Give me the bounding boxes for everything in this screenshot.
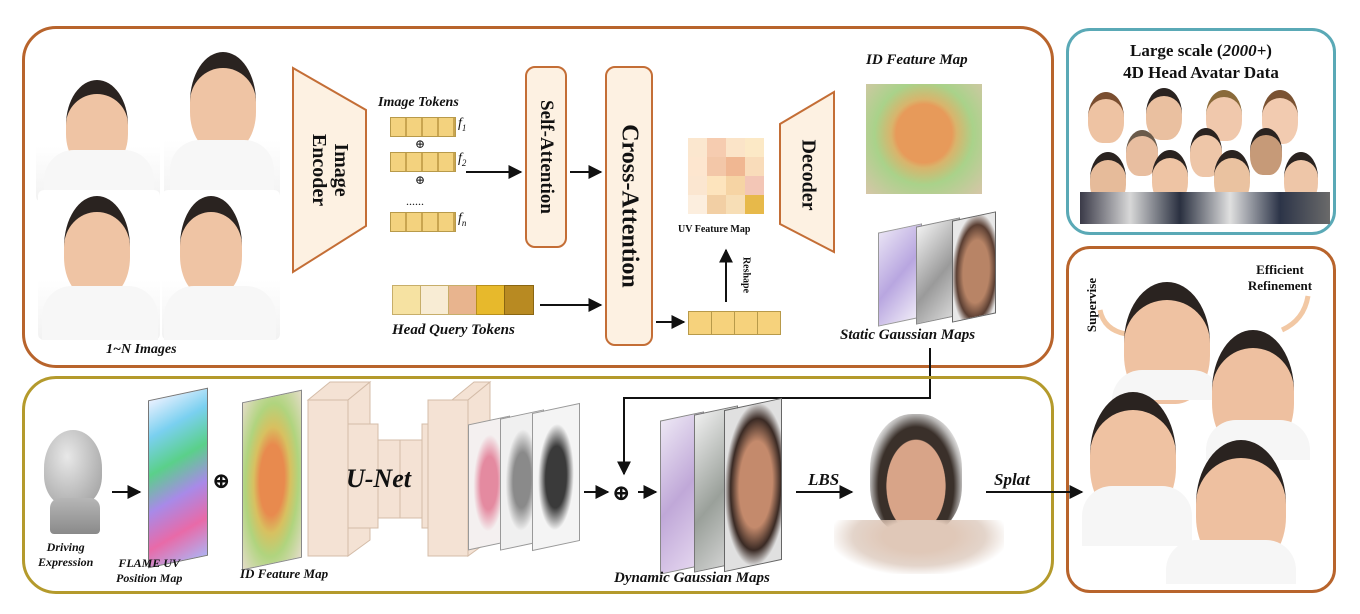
uv-feature-map-cube	[688, 138, 764, 214]
shirt-icon	[42, 286, 158, 340]
point-cloud-head	[870, 414, 962, 534]
face-icon	[180, 196, 242, 296]
id-feature-map-title: ID Feature Map	[866, 52, 968, 68]
plus-icon: ⊕	[415, 173, 426, 187]
encoder-panel	[22, 26, 1054, 368]
unet-label: U-Net	[346, 464, 411, 493]
token-row	[390, 117, 456, 137]
shirt-icon	[164, 286, 276, 340]
driving-expression-label: Driving Expression	[38, 540, 94, 569]
query-token	[476, 285, 506, 315]
face-icon	[64, 196, 130, 298]
lbs-label: LBS	[808, 470, 840, 489]
efficient-refinement-label: Efficient Refinement	[1247, 262, 1313, 293]
plus-icon: ⊕	[415, 137, 426, 151]
dataset-title: Large scale (2000+) 4D Head Avatar Data	[1123, 41, 1279, 82]
plus-icon: ⊕	[212, 468, 231, 493]
self-attention-block: Self-Attention	[525, 66, 567, 248]
refinement-panel	[1066, 246, 1336, 593]
query-token	[420, 285, 450, 315]
token-ellipsis: ......	[406, 194, 424, 208]
image-tokens-label: Image Tokens	[378, 95, 459, 110]
images-label: 1~N Images	[106, 342, 177, 357]
face-icon	[190, 52, 256, 152]
query-token	[504, 285, 534, 315]
flame-uv-label: FLAME UV Position Map	[116, 556, 183, 585]
uv-feature-map-label: UV Feature Map	[678, 224, 751, 235]
plus-icon: ⊕	[612, 480, 631, 505]
token-row	[390, 152, 456, 172]
token-row	[390, 212, 456, 232]
splat-label: Splat	[994, 470, 1030, 489]
head-query-tokens-label: Head Query Tokens	[392, 322, 515, 338]
dynamic-gaussian-maps-label: Dynamic Gaussian Maps	[614, 570, 770, 586]
static-gaussian-maps-label: Static Gaussian Maps	[840, 327, 976, 343]
cross-attention-block: Cross-Attention	[605, 66, 653, 346]
point-cloud-body	[834, 520, 1004, 574]
decoder-panel	[22, 376, 1054, 594]
mesh-head-icon	[44, 430, 102, 506]
id-feature-map-image	[866, 84, 982, 194]
dataset-panel	[1066, 28, 1336, 235]
token-f2: f2	[458, 151, 467, 168]
query-token	[392, 285, 422, 315]
token-f1: f1	[458, 116, 467, 133]
id-feature-map-bottom-label: ID Feature Map	[240, 566, 329, 581]
mesh-neck-icon	[50, 498, 100, 534]
token-fn: fn	[458, 211, 467, 228]
